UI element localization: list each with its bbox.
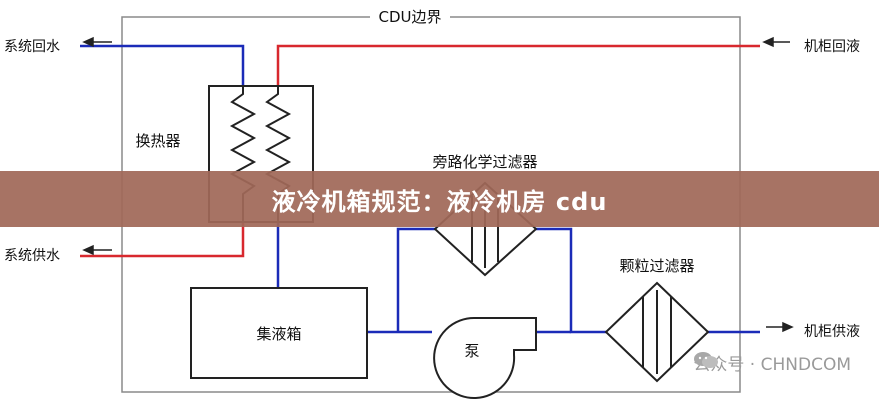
- pump-label: 泵: [464, 342, 479, 360]
- wechat-icon: [694, 352, 719, 368]
- particle-filter-label: 颗粒过滤器: [619, 257, 694, 275]
- cdu-boundary: [121, 16, 741, 393]
- liquid-tank: [190, 287, 368, 379]
- particle-filter: [604, 281, 710, 383]
- flow-arrows: [82, 36, 794, 333]
- cabinet-supply-label: 机柜供液: [804, 324, 860, 340]
- pump: [433, 316, 537, 399]
- banner-title: 液冷机箱规范：液冷机房 cdu: [271, 187, 608, 216]
- red-pipes: [80, 44, 760, 258]
- watermark: 公众号 · CHNDCOM: [693, 350, 851, 375]
- heat-exchanger-label: 换热器: [135, 132, 180, 150]
- title-banner: 液冷机箱规范：液冷机房 cdu: [0, 171, 879, 227]
- system-supply-label: 系统供水: [4, 248, 60, 264]
- tank-label: 集液箱: [256, 325, 301, 343]
- cabinet-return-label: 机柜回液: [804, 39, 860, 55]
- blue-pipes: [80, 44, 760, 334]
- cdu-boundary-label: CDU边界: [378, 8, 441, 26]
- watermark-text: 公众号 · CHNDCOM: [693, 355, 851, 375]
- bypass-filter-label: 旁路化学过滤器: [432, 153, 537, 171]
- system-return-label: 系统回水: [4, 39, 60, 55]
